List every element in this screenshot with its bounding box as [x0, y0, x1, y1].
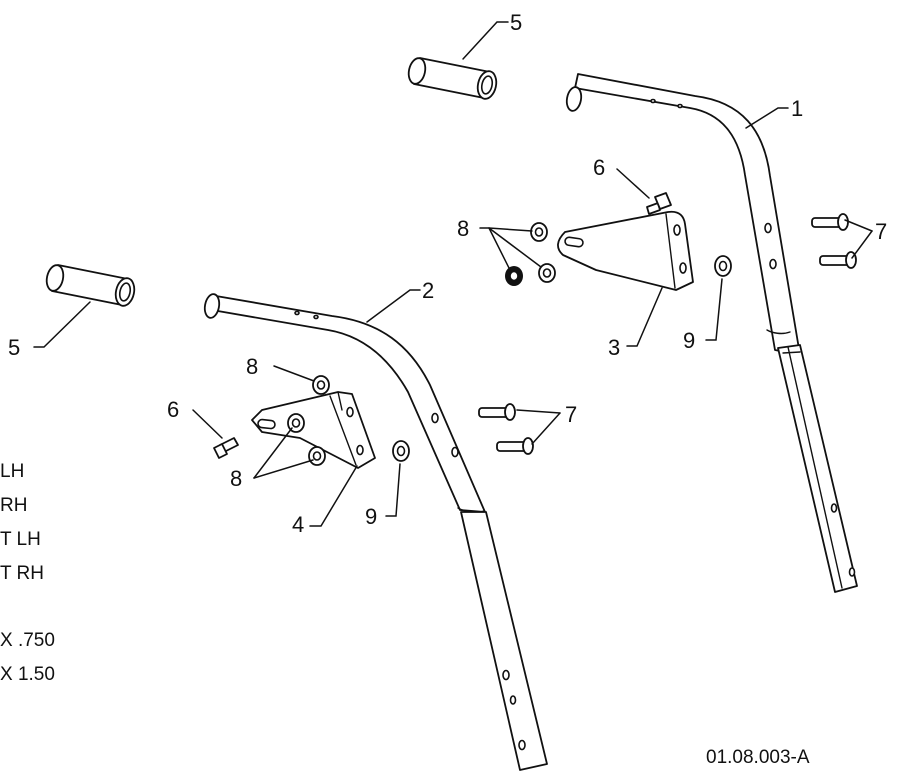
callout-7-mid: 7	[565, 402, 577, 427]
nut-8-c	[538, 263, 556, 283]
washer-9-upper	[714, 255, 732, 277]
callout-9-upper: 9	[683, 328, 695, 353]
callout-2: 2	[422, 278, 434, 303]
callout-8-mid: 8	[246, 354, 258, 379]
legend-line-5: X .750	[0, 630, 55, 651]
callout-6-lower: 6	[167, 397, 179, 422]
callout-7-right: 7	[875, 219, 887, 244]
upper-handle-1	[565, 73, 858, 593]
bolt-6-lower	[213, 437, 239, 459]
leader-lines	[33, 21, 873, 527]
bolt-6-upper	[646, 192, 672, 215]
bolt-7-b	[819, 251, 857, 269]
callouts: 1 2 3 4 5 5 6 6 7 7 8 8 8 9 9	[8, 10, 887, 537]
parts-legend-fragment: LH RH T LH T RH X .750 X 1.50	[0, 461, 55, 685]
bolt-7-c	[478, 403, 516, 421]
callout-8-upper: 8	[457, 216, 469, 241]
bolt-7-d	[496, 437, 534, 455]
bracket-3	[557, 210, 694, 291]
callout-9-lower: 9	[365, 504, 377, 529]
drawing-number: 01.08.003-A	[706, 747, 810, 768]
callout-5-left: 5	[8, 335, 20, 360]
bracket-4	[251, 391, 376, 469]
handle-grip-5-left	[45, 264, 136, 307]
washer-9-lower	[392, 440, 410, 462]
nut-8-f	[308, 446, 326, 466]
legend-line-1: LH	[0, 461, 24, 482]
callout-3: 3	[608, 335, 620, 360]
callout-6-upper: 6	[593, 155, 605, 180]
callout-4: 4	[292, 512, 304, 537]
legend-line-2: RH	[0, 495, 27, 516]
legend-line-6: X 1.50	[0, 664, 55, 685]
nut-8-d	[312, 375, 330, 395]
callout-8-lower: 8	[230, 466, 242, 491]
upper-handle-2	[203, 293, 548, 771]
handle-grip-5-top	[407, 57, 498, 100]
nut-8-b	[505, 266, 523, 286]
legend-line-3: T LH	[0, 529, 41, 550]
callout-5-top: 5	[510, 10, 522, 35]
legend-line-4: T RH	[0, 563, 44, 584]
nut-8-a	[530, 222, 548, 242]
bolt-7-a	[811, 213, 849, 231]
callout-1: 1	[791, 96, 803, 121]
